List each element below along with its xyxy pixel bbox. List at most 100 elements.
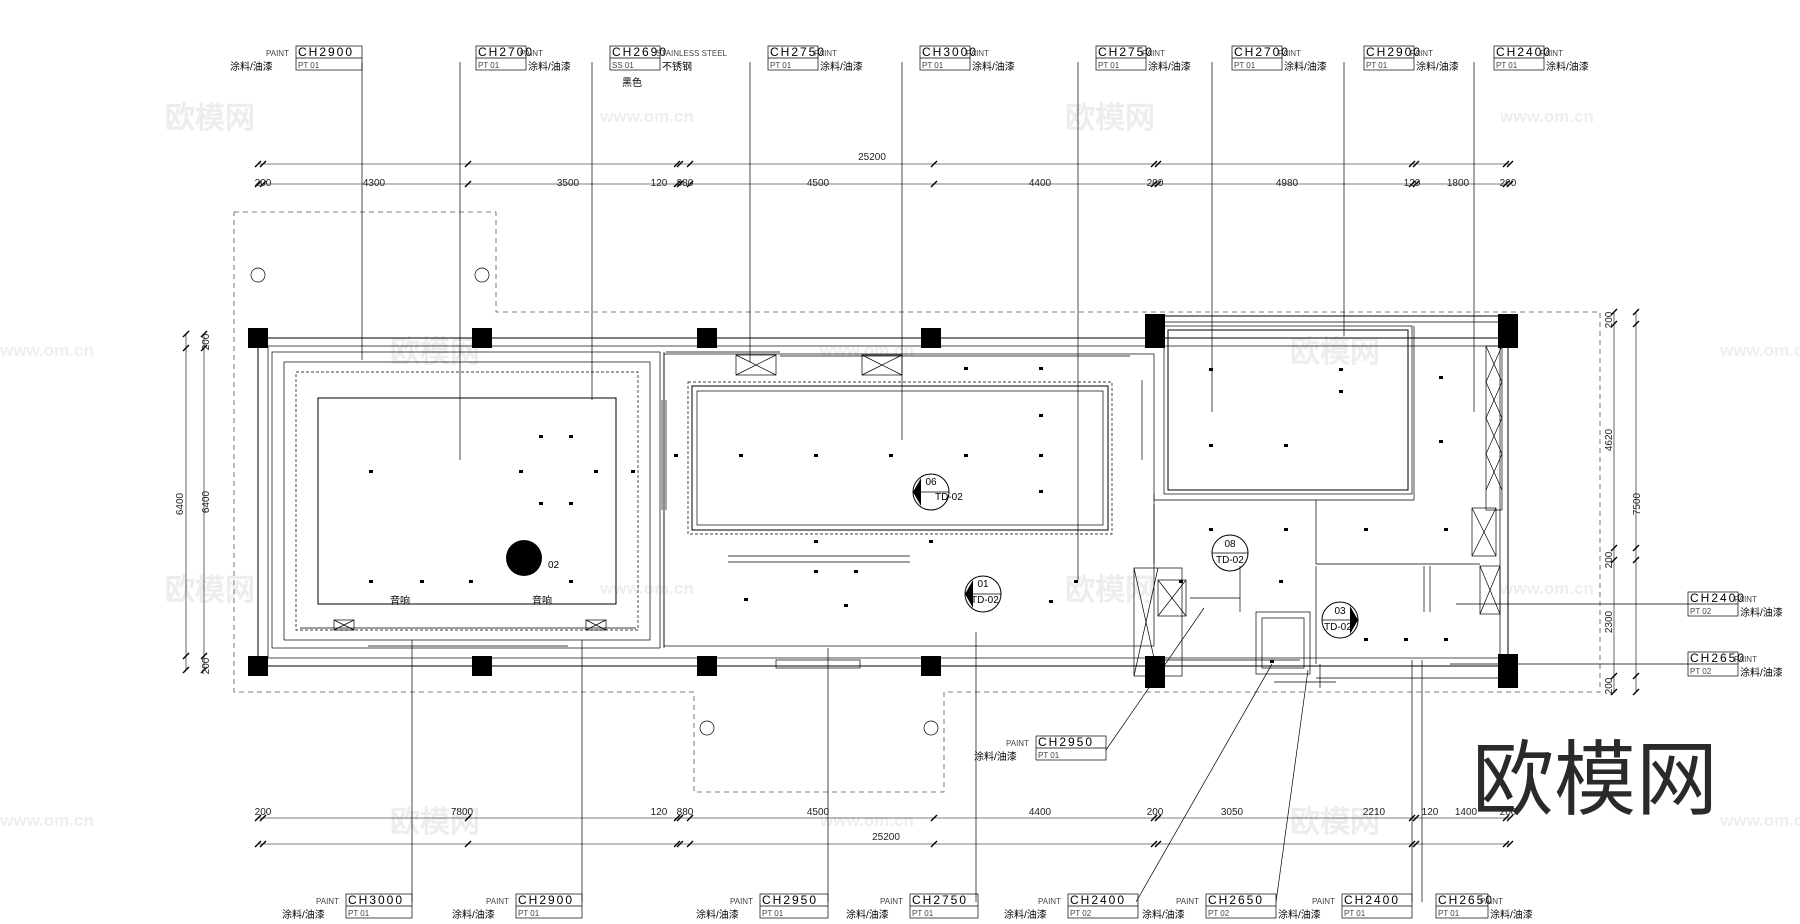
dim-tick [676, 840, 684, 848]
callout-sub: PT 01 [1496, 61, 1518, 70]
dim-label: 120 [651, 178, 668, 189]
dim-tick [1154, 160, 1162, 168]
dim-tick [1412, 840, 1420, 848]
tag-code: TD-02 [971, 595, 999, 606]
callout-desc: 涂料/油漆 [1546, 60, 1589, 73]
callout-sub: PT 01 [298, 61, 320, 70]
dim-tick [930, 180, 938, 188]
callout-sub: PT 01 [1366, 61, 1388, 70]
dim-tick [1502, 180, 1510, 188]
dim-tick [1506, 814, 1514, 822]
dim-tick [259, 840, 267, 848]
callout-code: CH2400 [1690, 591, 1746, 605]
tag-code: TD-02 [1324, 622, 1352, 633]
dim-tick [1610, 308, 1618, 316]
callout-word: PAINT [1142, 49, 1165, 58]
callout-desc: 涂料/油漆 [974, 750, 1017, 763]
dim-tick [464, 840, 472, 848]
dim-label: 4400 [1029, 807, 1052, 818]
dim-label: 200 [255, 178, 272, 189]
detail-tag: 03 TD-02 [1321, 601, 1359, 639]
dim-tick [1408, 180, 1416, 188]
callout-desc: 涂料/油漆 [820, 60, 863, 73]
callout-code: CH2750 [770, 45, 826, 59]
watermark-url: www.om.cn [599, 579, 694, 598]
tag-code: TD-02 [1216, 555, 1244, 566]
callout-code: CH2650 [1690, 651, 1746, 665]
dim-tick [182, 330, 190, 338]
callout-desc: 涂料/油漆 [452, 908, 495, 921]
callout-code: CH2700 [1234, 45, 1290, 59]
callout-word: PAINT [966, 49, 989, 58]
speaker-label: 音响 [532, 594, 552, 607]
dim-tick [1154, 180, 1162, 188]
dim-tick [1150, 814, 1158, 822]
dim-tick [1610, 320, 1618, 328]
dim-tick [673, 180, 681, 188]
callout-desc: 涂料/油漆 [846, 908, 889, 921]
dim-label: 4300 [363, 178, 386, 189]
callout-word: PAINT [1734, 595, 1757, 604]
dim-label: 3050 [1221, 807, 1244, 818]
dim-tick [182, 652, 190, 660]
callout-word: PAINT [520, 49, 543, 58]
watermark-url: www.om.cn [1719, 341, 1800, 360]
callout-word: PAINT [814, 49, 837, 58]
watermark-url: www.om.cn [0, 811, 94, 830]
dim-tick [673, 840, 681, 848]
callout-word: PAINT [1278, 49, 1301, 58]
callout-code: CH2900 [518, 893, 574, 907]
callout-sub: PT 01 [922, 61, 944, 70]
leader-lines [361, 62, 1688, 903]
dim-tick [182, 344, 190, 352]
watermark-url: www.om.cn [1499, 579, 1594, 598]
dim-tick [930, 814, 938, 822]
dim-tick [464, 814, 472, 822]
callout-word: PAINT [1410, 49, 1433, 58]
callout-word: PAINT [1312, 897, 1335, 906]
dim-label: 120 [1404, 178, 1421, 189]
dim-tick [1632, 544, 1640, 552]
detail-tags: 02 06 TD-02 01 TD-02 08 TD-02 03 TD [506, 473, 1359, 639]
callout-desc: 不锈钢 [662, 60, 692, 73]
watermark-text: 欧模网 [165, 102, 255, 135]
callout-word: PAINT [1176, 897, 1199, 906]
dim-tick [1154, 814, 1162, 822]
tag-number: 03 [1334, 606, 1346, 617]
dim-label: 200 [1500, 807, 1517, 818]
dim-tick [1150, 160, 1158, 168]
dim-label: 3500 [557, 178, 580, 189]
dim-label: 200 [255, 807, 272, 818]
dashed-outline [233, 211, 1601, 793]
callout-code: CH2950 [762, 893, 818, 907]
dim-label: 2300 [1604, 610, 1615, 633]
dim-label: 200 [201, 657, 212, 674]
dim-tick [673, 814, 681, 822]
dim-tick [1506, 840, 1514, 848]
callout-code: CH2750 [912, 893, 968, 907]
callout-word: PAINT [1480, 897, 1503, 906]
callout-desc: 涂料/油漆 [1490, 908, 1533, 921]
callout-desc: 涂料/油漆 [1416, 60, 1459, 73]
dim-tick [1506, 160, 1514, 168]
callout-code: CH2400 [1496, 45, 1552, 59]
dim-label: 200 [1500, 178, 1517, 189]
dim-label: 4500 [807, 178, 830, 189]
dim-label: 4400 [1029, 178, 1052, 189]
callout-code: CH2900 [1366, 45, 1422, 59]
callout-desc: 涂料/油漆 [1740, 666, 1783, 679]
dim-tick [254, 160, 262, 168]
